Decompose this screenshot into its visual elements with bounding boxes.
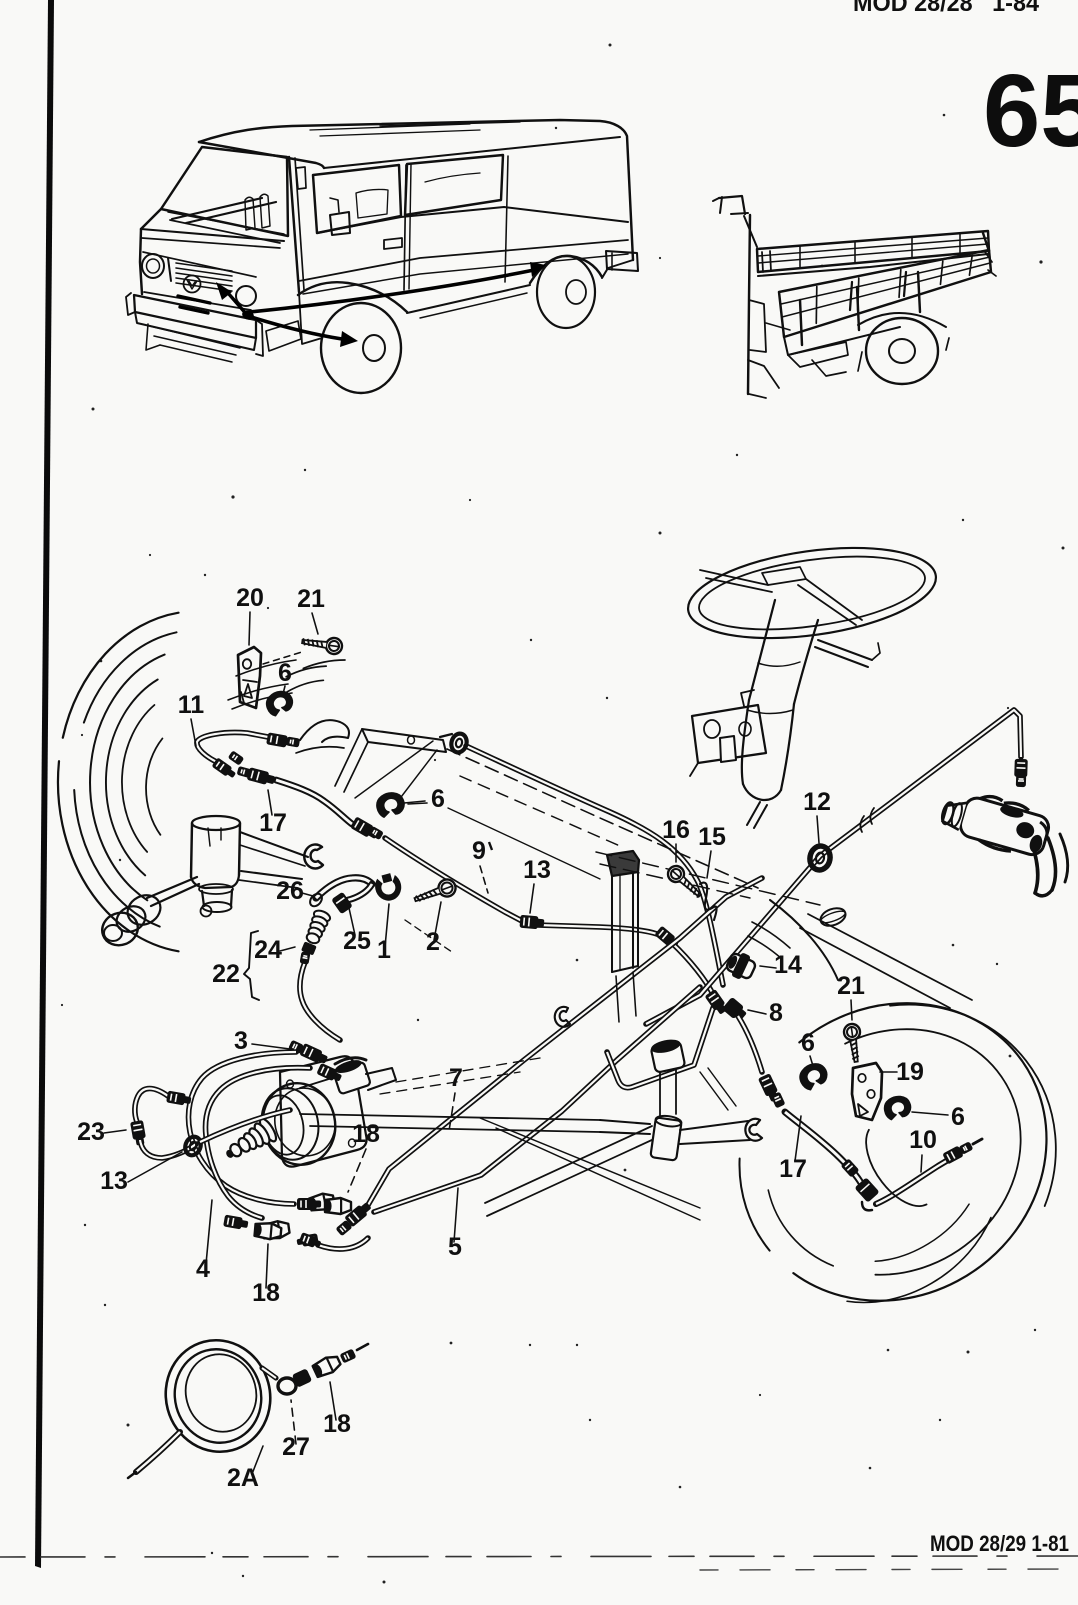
svg-text:10: 10 bbox=[909, 1126, 937, 1154]
svg-text:14: 14 bbox=[774, 951, 802, 979]
svg-text:17: 17 bbox=[779, 1155, 807, 1183]
svg-text:20: 20 bbox=[236, 584, 264, 612]
svg-text:11: 11 bbox=[178, 691, 205, 719]
svg-text:13: 13 bbox=[523, 856, 551, 884]
svg-text:19: 19 bbox=[896, 1058, 924, 1086]
svg-text:21: 21 bbox=[297, 585, 325, 613]
svg-text:8: 8 bbox=[769, 999, 783, 1027]
svg-text:4: 4 bbox=[196, 1255, 210, 1283]
svg-text:9: 9 bbox=[472, 837, 486, 865]
svg-text:12: 12 bbox=[803, 788, 831, 816]
svg-text:2: 2 bbox=[426, 928, 440, 956]
svg-text:25: 25 bbox=[343, 927, 371, 955]
svg-text:15: 15 bbox=[698, 823, 726, 851]
svg-text:3: 3 bbox=[234, 1027, 248, 1055]
svg-text:17: 17 bbox=[259, 809, 287, 837]
svg-text:26: 26 bbox=[276, 877, 304, 905]
svg-text:6: 6 bbox=[951, 1103, 965, 1131]
svg-text:16: 16 bbox=[662, 816, 690, 844]
svg-text:65: 65 bbox=[983, 53, 1078, 168]
svg-text:23: 23 bbox=[77, 1118, 105, 1146]
svg-text:MOD 28/29 1-81: MOD 28/29 1-81 bbox=[930, 1531, 1069, 1556]
svg-text:7: 7 bbox=[449, 1064, 463, 1092]
svg-text:MOD 28/28 1-84: MOD 28/28 1-84 bbox=[853, 0, 1040, 17]
svg-text:24: 24 bbox=[254, 936, 282, 964]
svg-text:22: 22 bbox=[212, 960, 240, 988]
svg-text:6: 6 bbox=[278, 659, 292, 687]
svg-text:18: 18 bbox=[323, 1410, 351, 1438]
svg-text:13: 13 bbox=[100, 1167, 128, 1195]
svg-text:6: 6 bbox=[431, 785, 445, 813]
svg-text:21: 21 bbox=[837, 972, 865, 1000]
svg-text:1: 1 bbox=[377, 936, 391, 964]
